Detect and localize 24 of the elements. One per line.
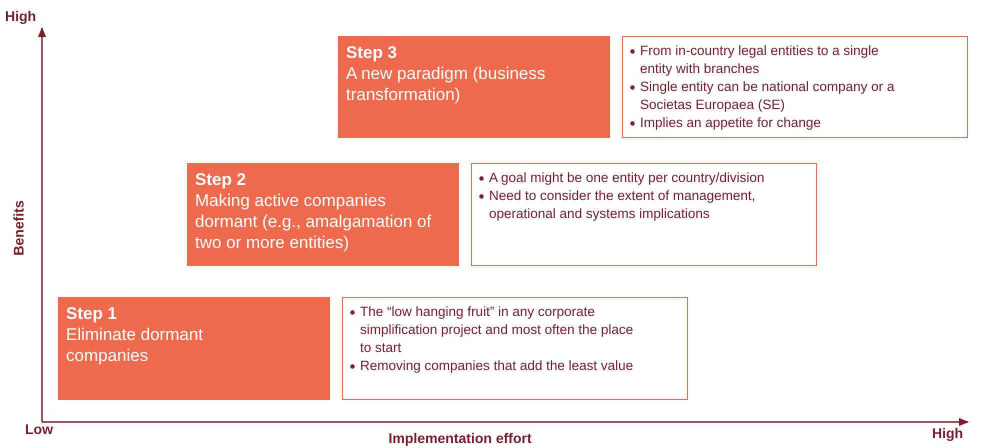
axis-end-label: High <box>932 425 964 441</box>
axis-end-label: High <box>5 8 36 24</box>
notes-box <box>471 163 817 266</box>
bullet-text: Implies an appetite for change <box>640 115 821 130</box>
step-box <box>338 36 610 138</box>
bullet-text: Need to consider the extent of management, operational and systems implications <box>489 188 756 221</box>
step-description: Making active companies dormant (e.g., amalgamation of two or more entities) <box>195 190 432 253</box>
bullet-text: The “low hanging fruit” in any corporate simplification project and most often the place to start <box>360 304 634 355</box>
bullet-text: A goal might be one entity per country/division <box>489 170 764 185</box>
step-description: A new paradigm (business transformation) <box>346 63 546 105</box>
step-heading: Step 3 <box>346 42 398 63</box>
step-box <box>58 297 330 400</box>
step-heading: Step 2 <box>195 169 248 190</box>
axis-title: Implementation effort <box>388 430 532 446</box>
step-heading: Step 1 <box>66 303 118 324</box>
notes-box <box>342 297 688 400</box>
step-description: Eliminate dormant companies <box>66 324 204 366</box>
step-box <box>187 163 459 266</box>
bullet-text: From in-country legal entities to a single entity with branches <box>640 43 879 76</box>
axis-title: Benefits <box>10 200 26 256</box>
bullet-text: Removing companies that add the least value <box>360 358 634 373</box>
bullet-text: Single entity can be national company or a Societas Europaea (SE) <box>640 79 894 112</box>
notes-box <box>622 36 968 138</box>
axis-end-label: Low <box>25 421 53 437</box>
